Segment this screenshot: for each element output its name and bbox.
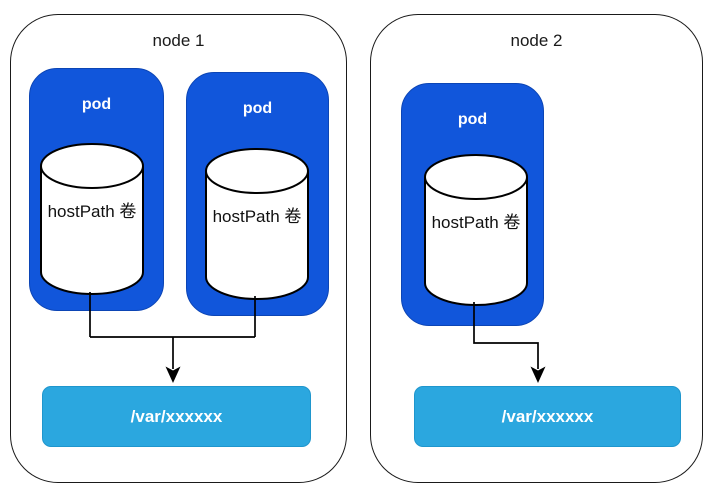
pod-label: pod — [81, 96, 112, 113]
host-path-label: /var/xxxxxx — [501, 406, 594, 426]
hostpath-volume-cylinder: hostPath 卷 — [205, 148, 309, 300]
node-1-container: node 1 pod hostPath 卷 pod hostPath 卷 — [10, 14, 347, 483]
host-path-label: /var/xxxxxx — [130, 406, 223, 426]
pod: pod hostPath 卷 — [186, 72, 329, 316]
volume-label: hostPath 卷 — [431, 213, 521, 232]
pod: pod hostPath 卷 — [29, 68, 164, 311]
host-path-box: /var/xxxxxx — [42, 386, 311, 447]
hostpath-volume-cylinder: hostPath 卷 — [424, 154, 528, 306]
node-2-label: node 2 — [510, 31, 563, 50]
hostpath-volume-cylinder: hostPath 卷 — [40, 143, 144, 295]
cylinder-icon — [205, 148, 309, 300]
node-2-container: node 2 pod hostPath 卷 /var/xxxxxx — [370, 14, 703, 483]
node-1-label: node 1 — [152, 31, 205, 50]
volume-label: hostPath 卷 — [47, 202, 137, 221]
pod-label: pod — [242, 100, 273, 117]
pod: pod hostPath 卷 — [401, 83, 544, 326]
cylinder-icon — [40, 143, 144, 295]
volume-label: hostPath 卷 — [212, 207, 302, 226]
pod-label: pod — [457, 111, 488, 128]
host-path-box: /var/xxxxxx — [414, 386, 681, 447]
